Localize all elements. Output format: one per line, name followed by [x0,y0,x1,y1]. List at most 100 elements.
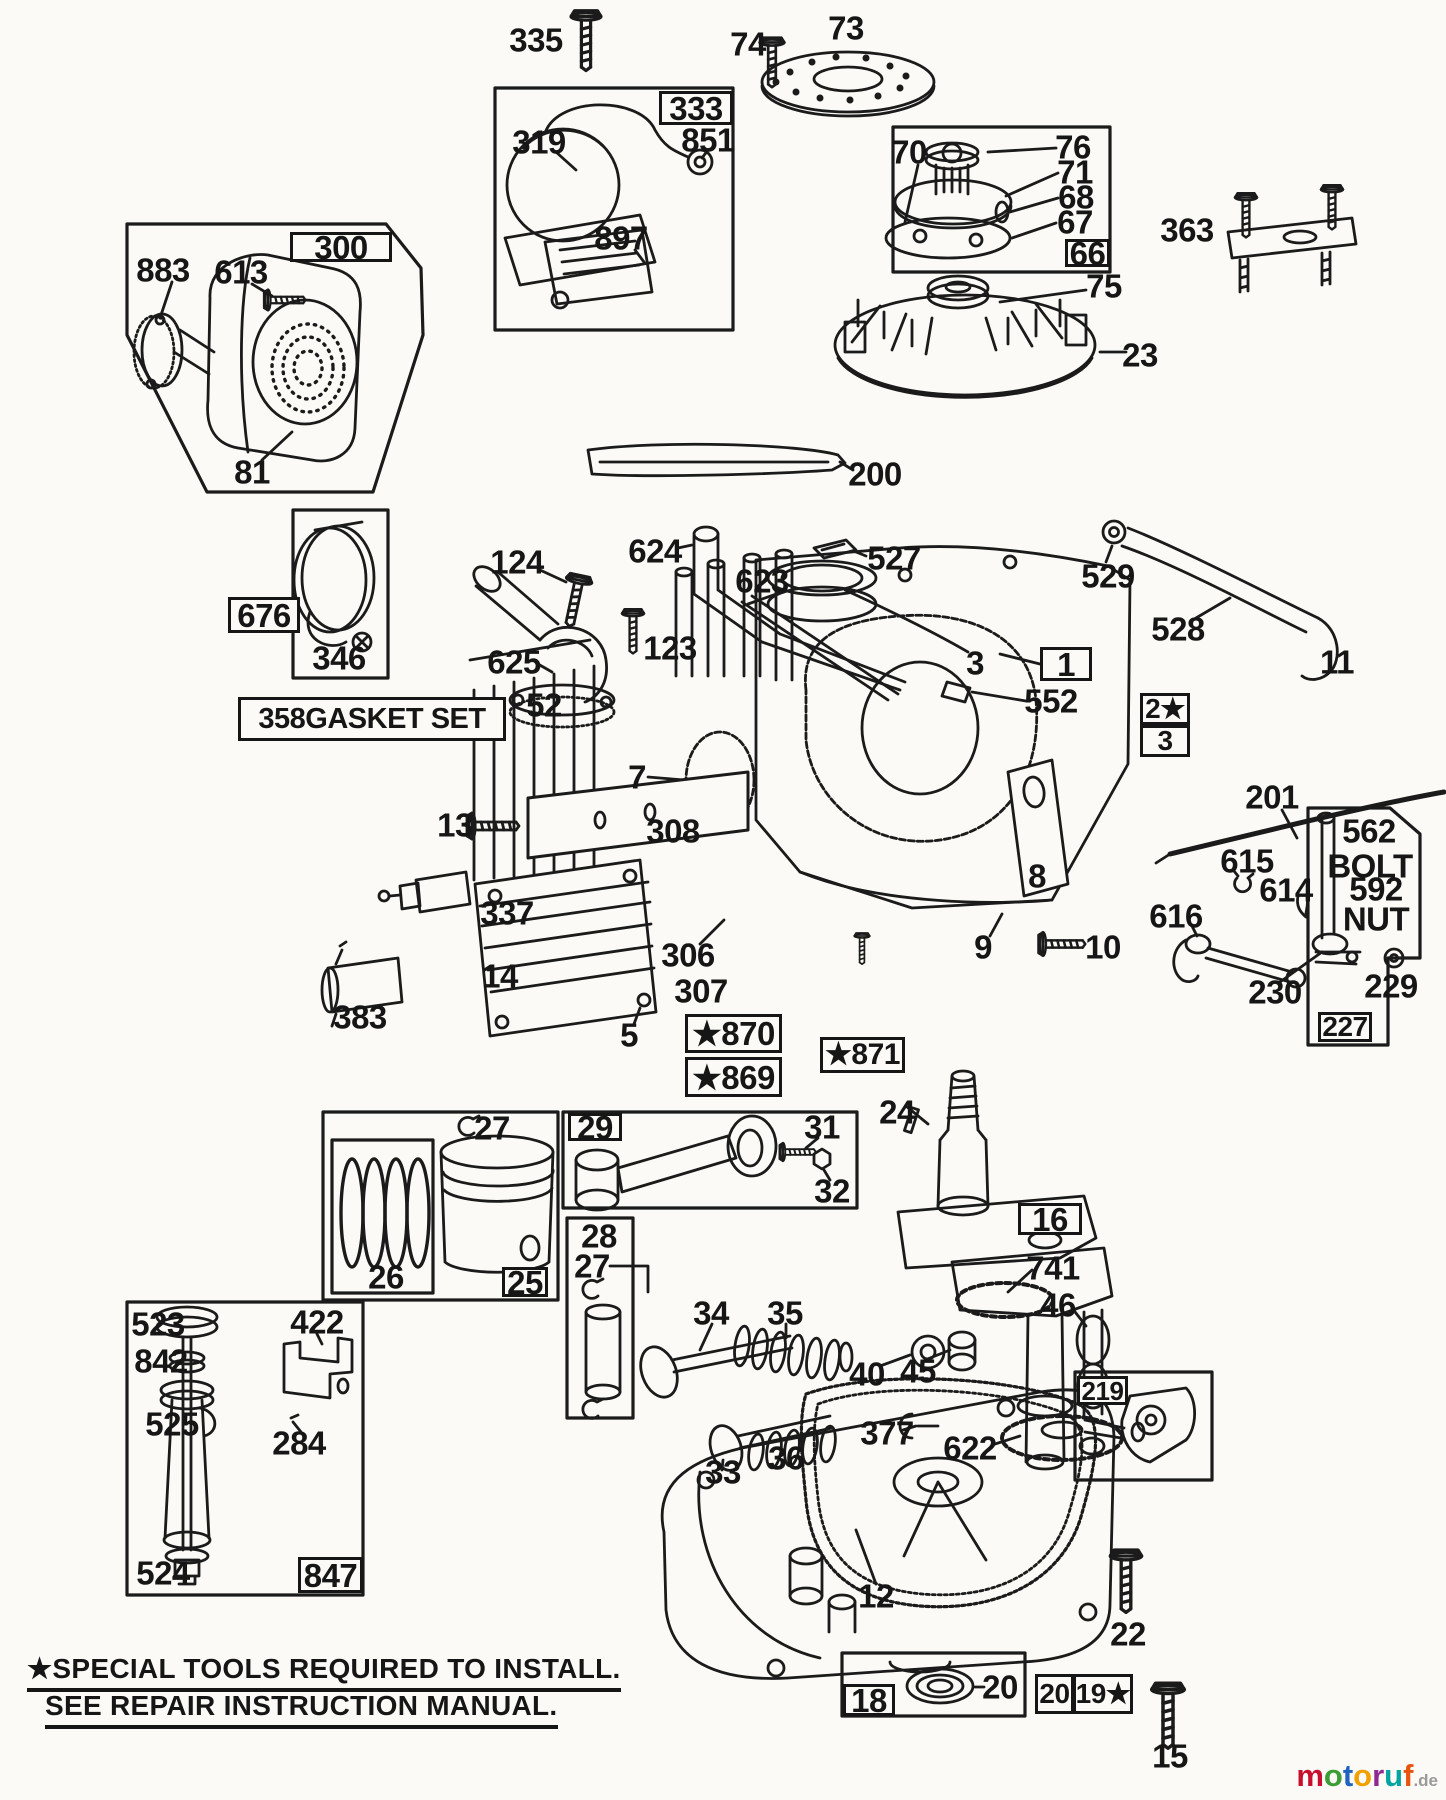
part-label-623: 623 [735,562,789,600]
part-label-337: 337 [480,894,534,932]
part-label-71: 71 [1057,153,1093,191]
part-label-525: 525 [145,1405,199,1443]
part-label-1: 1 [1040,647,1092,681]
part-label-14: 14 [482,957,518,995]
part-label-300: 300 [290,231,392,264]
part-label-346: 346 [312,639,366,677]
part-label-70: 70 [891,133,927,171]
crankshaft-16-drawing [896,1069,1114,1471]
part-label-3: 3 [966,644,984,682]
part-label-9: 9 [974,928,992,966]
part-label-422: 422 [290,1303,344,1341]
part-label-230: 230 [1248,973,1302,1011]
valve-train-drawing [639,1322,1022,1472]
key-24-drawing [903,1106,920,1135]
special-tools-note-line2: SEE REPAIR INSTRUCTION MANUAL. [45,1690,558,1729]
part-label-26: 26 [368,1258,404,1296]
part-label-7: 7 [628,758,646,796]
part-label-74: 74 [730,25,766,63]
part-label-562: 562 [1342,812,1396,850]
motoruf-watermark[interactable]: motoruf.de [1296,1758,1438,1794]
deflector-346-drawing [291,508,390,680]
part-label-46: 46 [1040,1286,1076,1324]
part-label-613: 613 [214,253,268,291]
blade-200-drawing [586,442,855,478]
breather-tube-624-drawing [676,525,907,692]
part-label-614: 614 [1259,871,1313,909]
part-label-741: 741 [1026,1249,1080,1287]
part-label-36: 36 [768,1439,804,1477]
part-label-124: 124 [490,543,544,581]
part-label-358GASKET-SET: 358GASKET SET [238,697,506,741]
part-label-67: 67 [1057,203,1093,241]
part-label-20: 20 [1035,1674,1074,1714]
part-label-227: 227 [1318,1012,1372,1042]
part-label-25: 25 [502,1266,548,1299]
part-label-552: 552 [1024,682,1078,720]
part-label-27: 27 [474,1109,510,1147]
baffle-8-drawing [1006,758,1070,898]
part-label-BOLT: BOLT [1327,847,1413,885]
cylinder-head-5-drawing [473,858,658,1038]
part-label-35: 35 [767,1294,803,1332]
ignition-box-333-drawing [493,86,735,332]
part-label-31: 31 [804,1108,840,1146]
part-label-847: 847 [298,1557,363,1593]
part-label-22: 22 [1110,1615,1146,1653]
part-label-883: 883 [136,251,190,289]
oil-seal-box-18-drawing [840,1651,1027,1718]
puller-tool-363-drawing [1226,184,1358,294]
part-label-615: 615 [1220,842,1274,880]
pin-box-28-drawing [565,1216,650,1420]
watermark-letter: o [1353,1758,1373,1793]
part-label-524: 524 [136,1554,190,1592]
part-label-306: 306 [661,936,715,974]
rod-box-29-drawing [561,1110,859,1212]
part-label-NUT: NUT [1342,900,1410,938]
piston-box-25-drawing [321,1110,560,1302]
part-label-33: 33 [705,1453,741,1491]
part-label-363: 363 [1160,211,1214,249]
part-label-13: 13 [437,806,473,844]
part-label-29: 29 [568,1111,622,1144]
clip-615-drawing [1232,869,1255,894]
screw-284-drawing [289,1413,303,1434]
part-label-229: 229 [1364,967,1418,1005]
part-label-842: 842 [134,1342,188,1380]
part-label-622: 622 [943,1429,997,1467]
part-label-20: 20 [982,1668,1018,1706]
part-label-319: 319 [512,123,566,161]
breather-383-drawing [320,940,404,1028]
oil-pump-box-219-drawing [1073,1370,1214,1482]
part-label-383: 383 [333,998,387,1036]
part-label-75: 75 [1086,267,1122,305]
part-label-10: 10 [1085,928,1121,966]
part-label-40: 40 [849,1355,885,1393]
part-label-624: 624 [628,532,682,570]
part-label-2★: 2★ [1140,693,1190,725]
part-label-123: 123 [643,629,697,667]
watermark-letter: u [1384,1758,1404,1793]
part-label-11: 11 [1320,643,1354,681]
part-label-★870: ★870 [685,1014,782,1053]
part-label-27: 27 [574,1247,610,1285]
part-label-34: 34 [693,1294,729,1332]
part-label-308: 308 [646,812,700,850]
flywheel-23-drawing [833,274,1128,399]
part-label-3: 3 [1140,725,1190,757]
part-label-16: 16 [1018,1203,1082,1236]
part-label-68: 68 [1058,178,1094,216]
part-label-676: 676 [228,597,300,633]
part-label-32: 32 [814,1172,850,1210]
part-label-24: 24 [879,1093,915,1131]
part-label-8: 8 [1028,857,1046,895]
part-label-284: 284 [272,1424,326,1462]
part-label-12: 12 [858,1577,894,1615]
part-label-45: 45 [900,1352,936,1390]
part-label-527: 527 [867,539,921,577]
watermark-letter: t [1342,1758,1354,1793]
governor-controls-drawing [1154,789,1446,1047]
watermark-letter: r [1372,1758,1385,1793]
part-label-19★: 19★ [1073,1674,1133,1714]
